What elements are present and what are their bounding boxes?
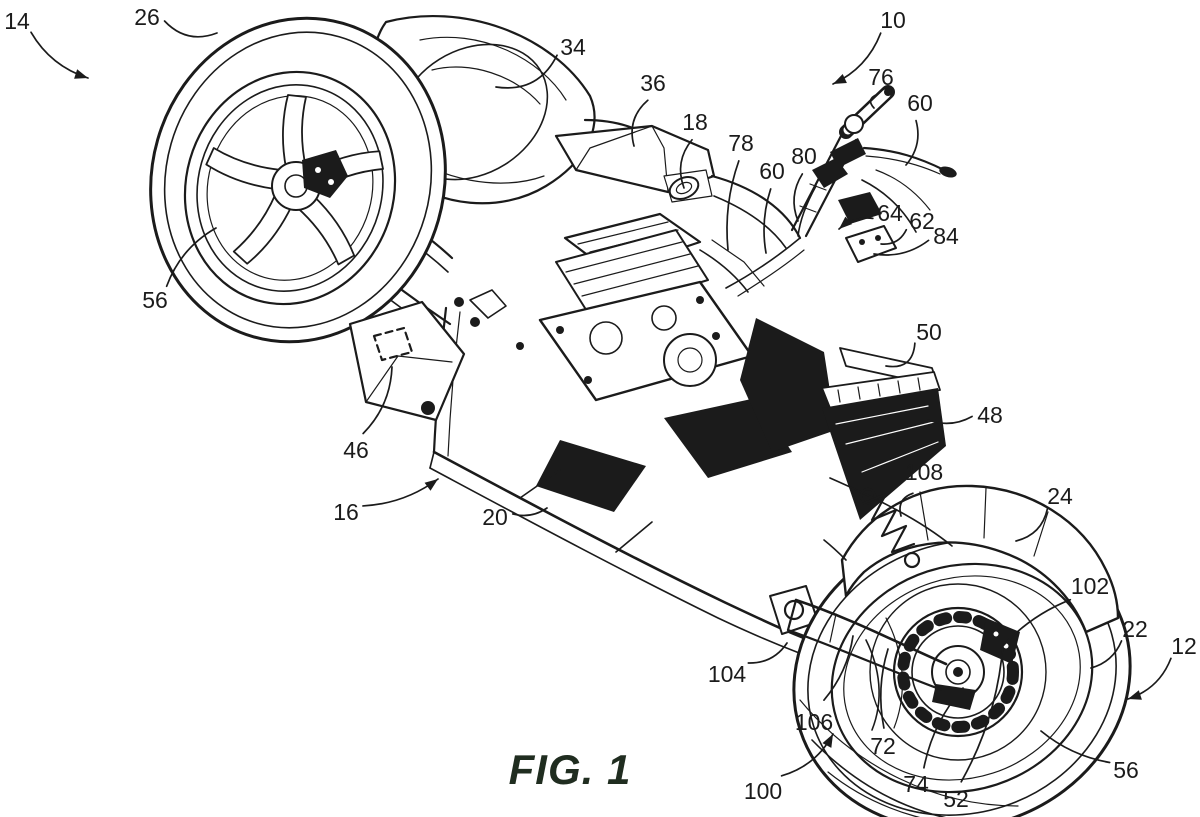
callout-50-14: 50 (916, 319, 942, 345)
callout-36-3: 36 (640, 70, 666, 96)
leader-line-20-28 (511, 507, 548, 517)
callout-72-24: 72 (870, 733, 896, 759)
callout-78-5: 78 (728, 130, 754, 156)
leader-line-62-12 (880, 228, 908, 245)
arrowhead-icon-12 (1128, 690, 1142, 700)
callout-22-19: 22 (1122, 616, 1148, 642)
leader-line-50-14 (885, 342, 916, 368)
leader-line-34-2 (495, 54, 558, 89)
arrowhead-icon-10 (833, 73, 847, 84)
rear-wheel (792, 525, 1132, 817)
leader-line-48-15 (927, 415, 973, 425)
brake-caliper (980, 618, 1020, 664)
leader-line-56-31 (165, 227, 217, 288)
front-rim (183, 70, 397, 306)
leader-line-84-13 (873, 239, 930, 256)
arrowhead-icon-14 (74, 69, 88, 79)
leader-line-78-5 (726, 160, 740, 251)
callout-20-28: 20 (482, 504, 508, 530)
leader-line-106-25 (823, 635, 854, 701)
arrowhead-icon-64 (839, 216, 853, 229)
leader-line-52-22 (960, 643, 1004, 783)
callout-104-27: 104 (708, 661, 747, 687)
callout-34-2: 34 (560, 34, 586, 60)
callout-84-13: 84 (933, 223, 959, 249)
leader-line-46-30 (362, 366, 393, 435)
leader-line-26-1 (163, 20, 218, 38)
callout-52-22: 52 (943, 786, 969, 812)
callout-74-23: 74 (903, 771, 929, 797)
leader-line-12-20 (1127, 657, 1172, 700)
callout-18-4: 18 (682, 109, 708, 135)
rear-shock (859, 487, 921, 569)
callout-24-17: 24 (1047, 483, 1073, 509)
leader-line-74-23 (923, 687, 964, 769)
arrowhead-icon-100 (822, 734, 833, 748)
callout-100-26: 100 (744, 778, 782, 804)
leader-line-60-6 (763, 188, 772, 254)
handlebar-riser (830, 138, 866, 168)
leader-line-80-7 (793, 173, 804, 222)
leader-line-18-4 (679, 138, 693, 189)
leader-line-22-19 (1090, 640, 1123, 669)
callout-26-1: 26 (134, 4, 160, 30)
leader-line-108-16 (899, 492, 914, 517)
front-knuckle (302, 150, 348, 198)
figure-label: FIG. 1 (509, 746, 632, 793)
leader-line-60-10 (905, 119, 919, 166)
axle-carrier (932, 684, 976, 710)
callout-12-20: 12 (1171, 633, 1197, 659)
engine-assembly (454, 212, 836, 512)
callout-64-11: 64 (877, 200, 903, 226)
clutch-cover (663, 333, 717, 387)
callout-106-25: 106 (795, 709, 833, 735)
callout-62-12: 62 (909, 208, 935, 234)
steering-clamp (845, 225, 897, 263)
steering-assembly (790, 85, 957, 263)
callout-14-0: 14 (4, 8, 30, 34)
callout-60-6: 60 (759, 158, 785, 184)
leader-line-36-3 (631, 99, 649, 147)
leader-line-72-24 (879, 648, 889, 729)
callout-56-31: 56 (142, 287, 168, 313)
arrowhead-icon-16 (424, 479, 438, 491)
leader-line-102-18 (1000, 598, 1072, 649)
leader-line-24-17 (1015, 508, 1049, 542)
leader-line-104-27 (747, 642, 788, 664)
leader-line-76-8 (869, 93, 878, 109)
front-lower-panel (348, 300, 466, 422)
rear-fender (823, 477, 1120, 634)
callout-80-7: 80 (791, 143, 817, 169)
front-wheel (149, 16, 447, 344)
callout-56-21: 56 (1113, 757, 1139, 783)
callout-108-16: 108 (905, 459, 943, 485)
callout-102-18: 102 (1071, 573, 1109, 599)
callout-16-29: 16 (333, 499, 359, 525)
leader-line-56-21 (1040, 730, 1111, 764)
callout-48-15: 48 (977, 402, 1003, 428)
callout-10-9: 10 (880, 7, 906, 33)
rear-rim (830, 562, 1094, 794)
callout-46-30: 46 (343, 437, 369, 463)
callout-60-10: 60 (907, 90, 933, 116)
callout-76-8: 76 (868, 64, 894, 90)
swingarm (786, 598, 948, 692)
brake-lever (862, 146, 946, 172)
radiator (821, 347, 946, 520)
